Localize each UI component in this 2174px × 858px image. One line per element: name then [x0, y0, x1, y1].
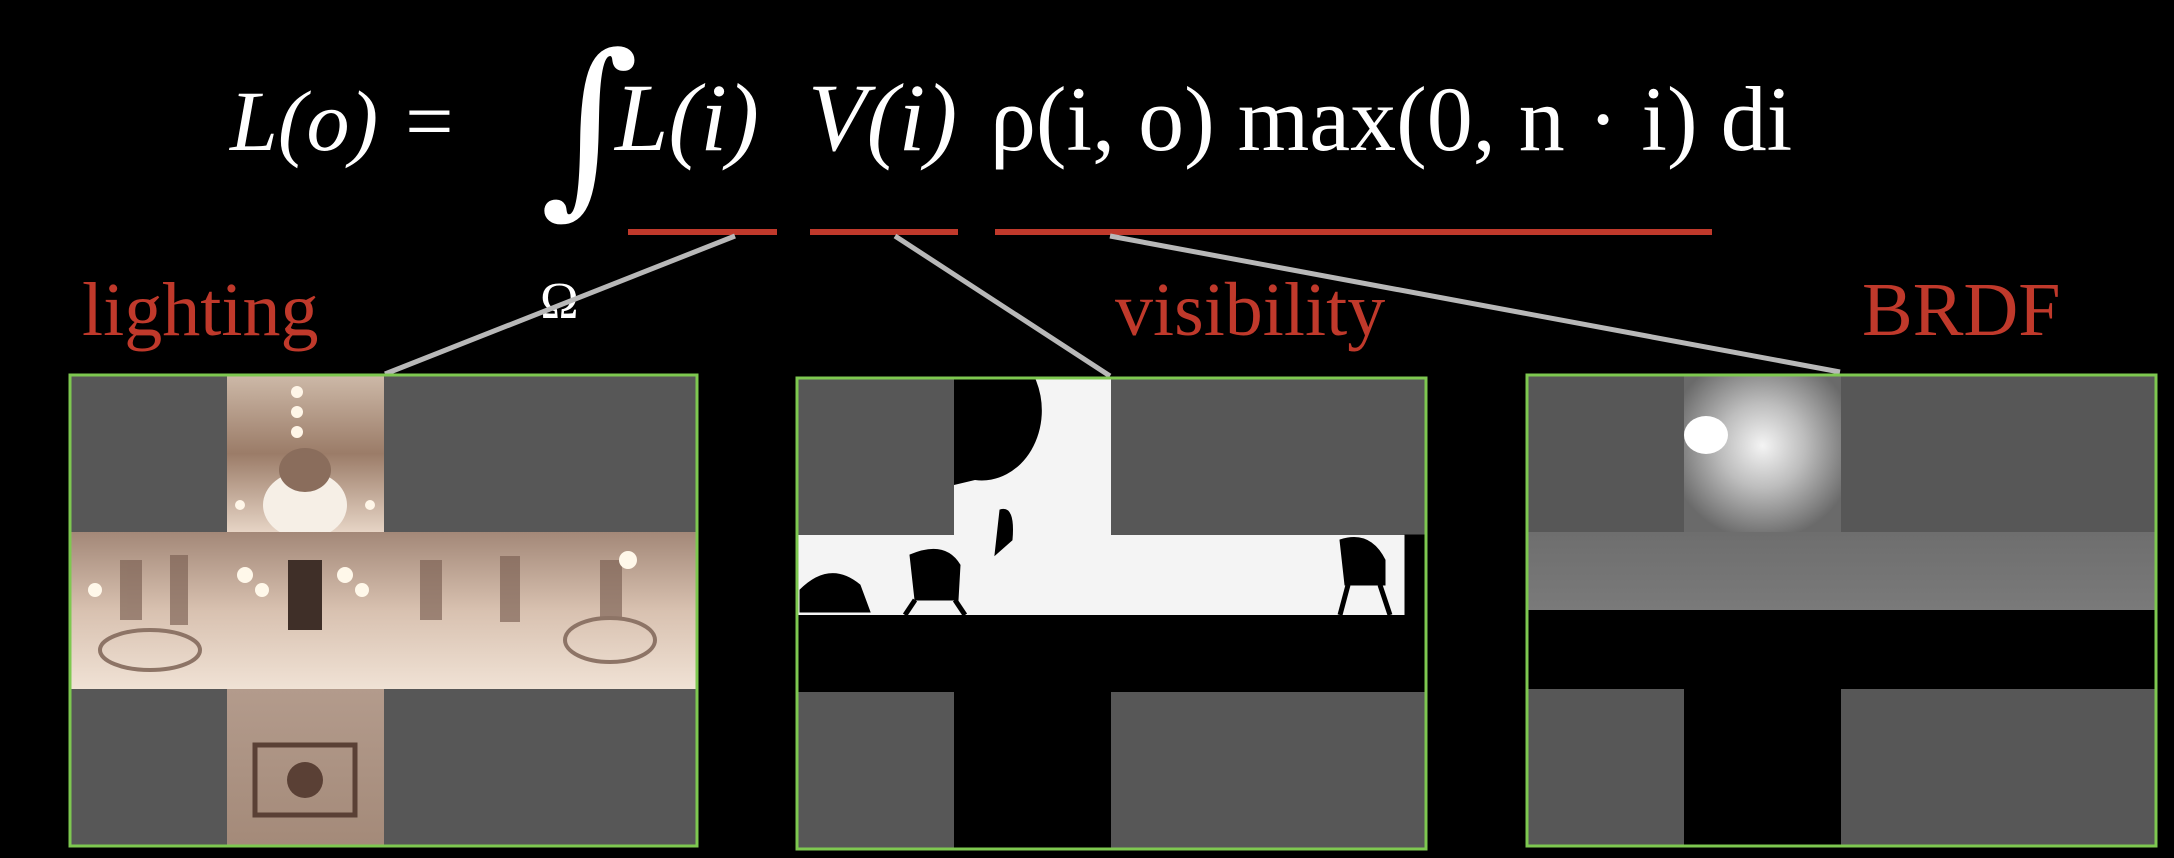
- connector-lighting: [384, 233, 736, 377]
- face-empty: [1841, 689, 2156, 846]
- face-empty: [384, 375, 697, 532]
- label-visibility: visibility: [1115, 268, 1385, 352]
- face-empty: [1527, 375, 1684, 532]
- term-visibility: V(i): [808, 64, 957, 171]
- panel-visibility: [795, 376, 1428, 851]
- dome-light: [263, 471, 347, 539]
- panel-border: [795, 376, 1428, 851]
- connector-brdf: [1109, 233, 1841, 375]
- brdf-highlight: [1684, 416, 1728, 454]
- panel-border: [68, 373, 699, 848]
- face-empty: [797, 378, 954, 535]
- panel-lighting: [68, 373, 699, 848]
- rendering-equation: L(o) = ∫ Ω L(i) V(i) ρ(i, o) max(0, n · …: [228, 14, 1792, 330]
- face-bottom: [1684, 689, 1841, 846]
- face-middle-strip: [797, 535, 1426, 615]
- face-empty: [1111, 692, 1426, 849]
- face-empty: [1527, 689, 1684, 846]
- panel-border: [1525, 373, 2158, 848]
- label-lighting: lighting: [82, 268, 318, 352]
- term-brdf: ρ(i, o) max(0, n · i) di: [990, 68, 1792, 170]
- equation-lhs: L(o) =: [228, 73, 458, 169]
- face-empty: [1111, 378, 1426, 535]
- face-empty: [70, 689, 227, 846]
- face-empty: [384, 689, 697, 846]
- label-brdf: BRDF: [1862, 268, 2061, 352]
- face-bottom: [954, 692, 1111, 849]
- term-lighting: L(i): [613, 64, 759, 171]
- face-empty: [1841, 375, 2156, 532]
- face-empty: [797, 692, 954, 849]
- panel-brdf: [1525, 373, 2158, 848]
- integral-symbol: ∫: [540, 14, 639, 235]
- connector-visibility: [893, 233, 1112, 379]
- face-empty: [70, 375, 227, 532]
